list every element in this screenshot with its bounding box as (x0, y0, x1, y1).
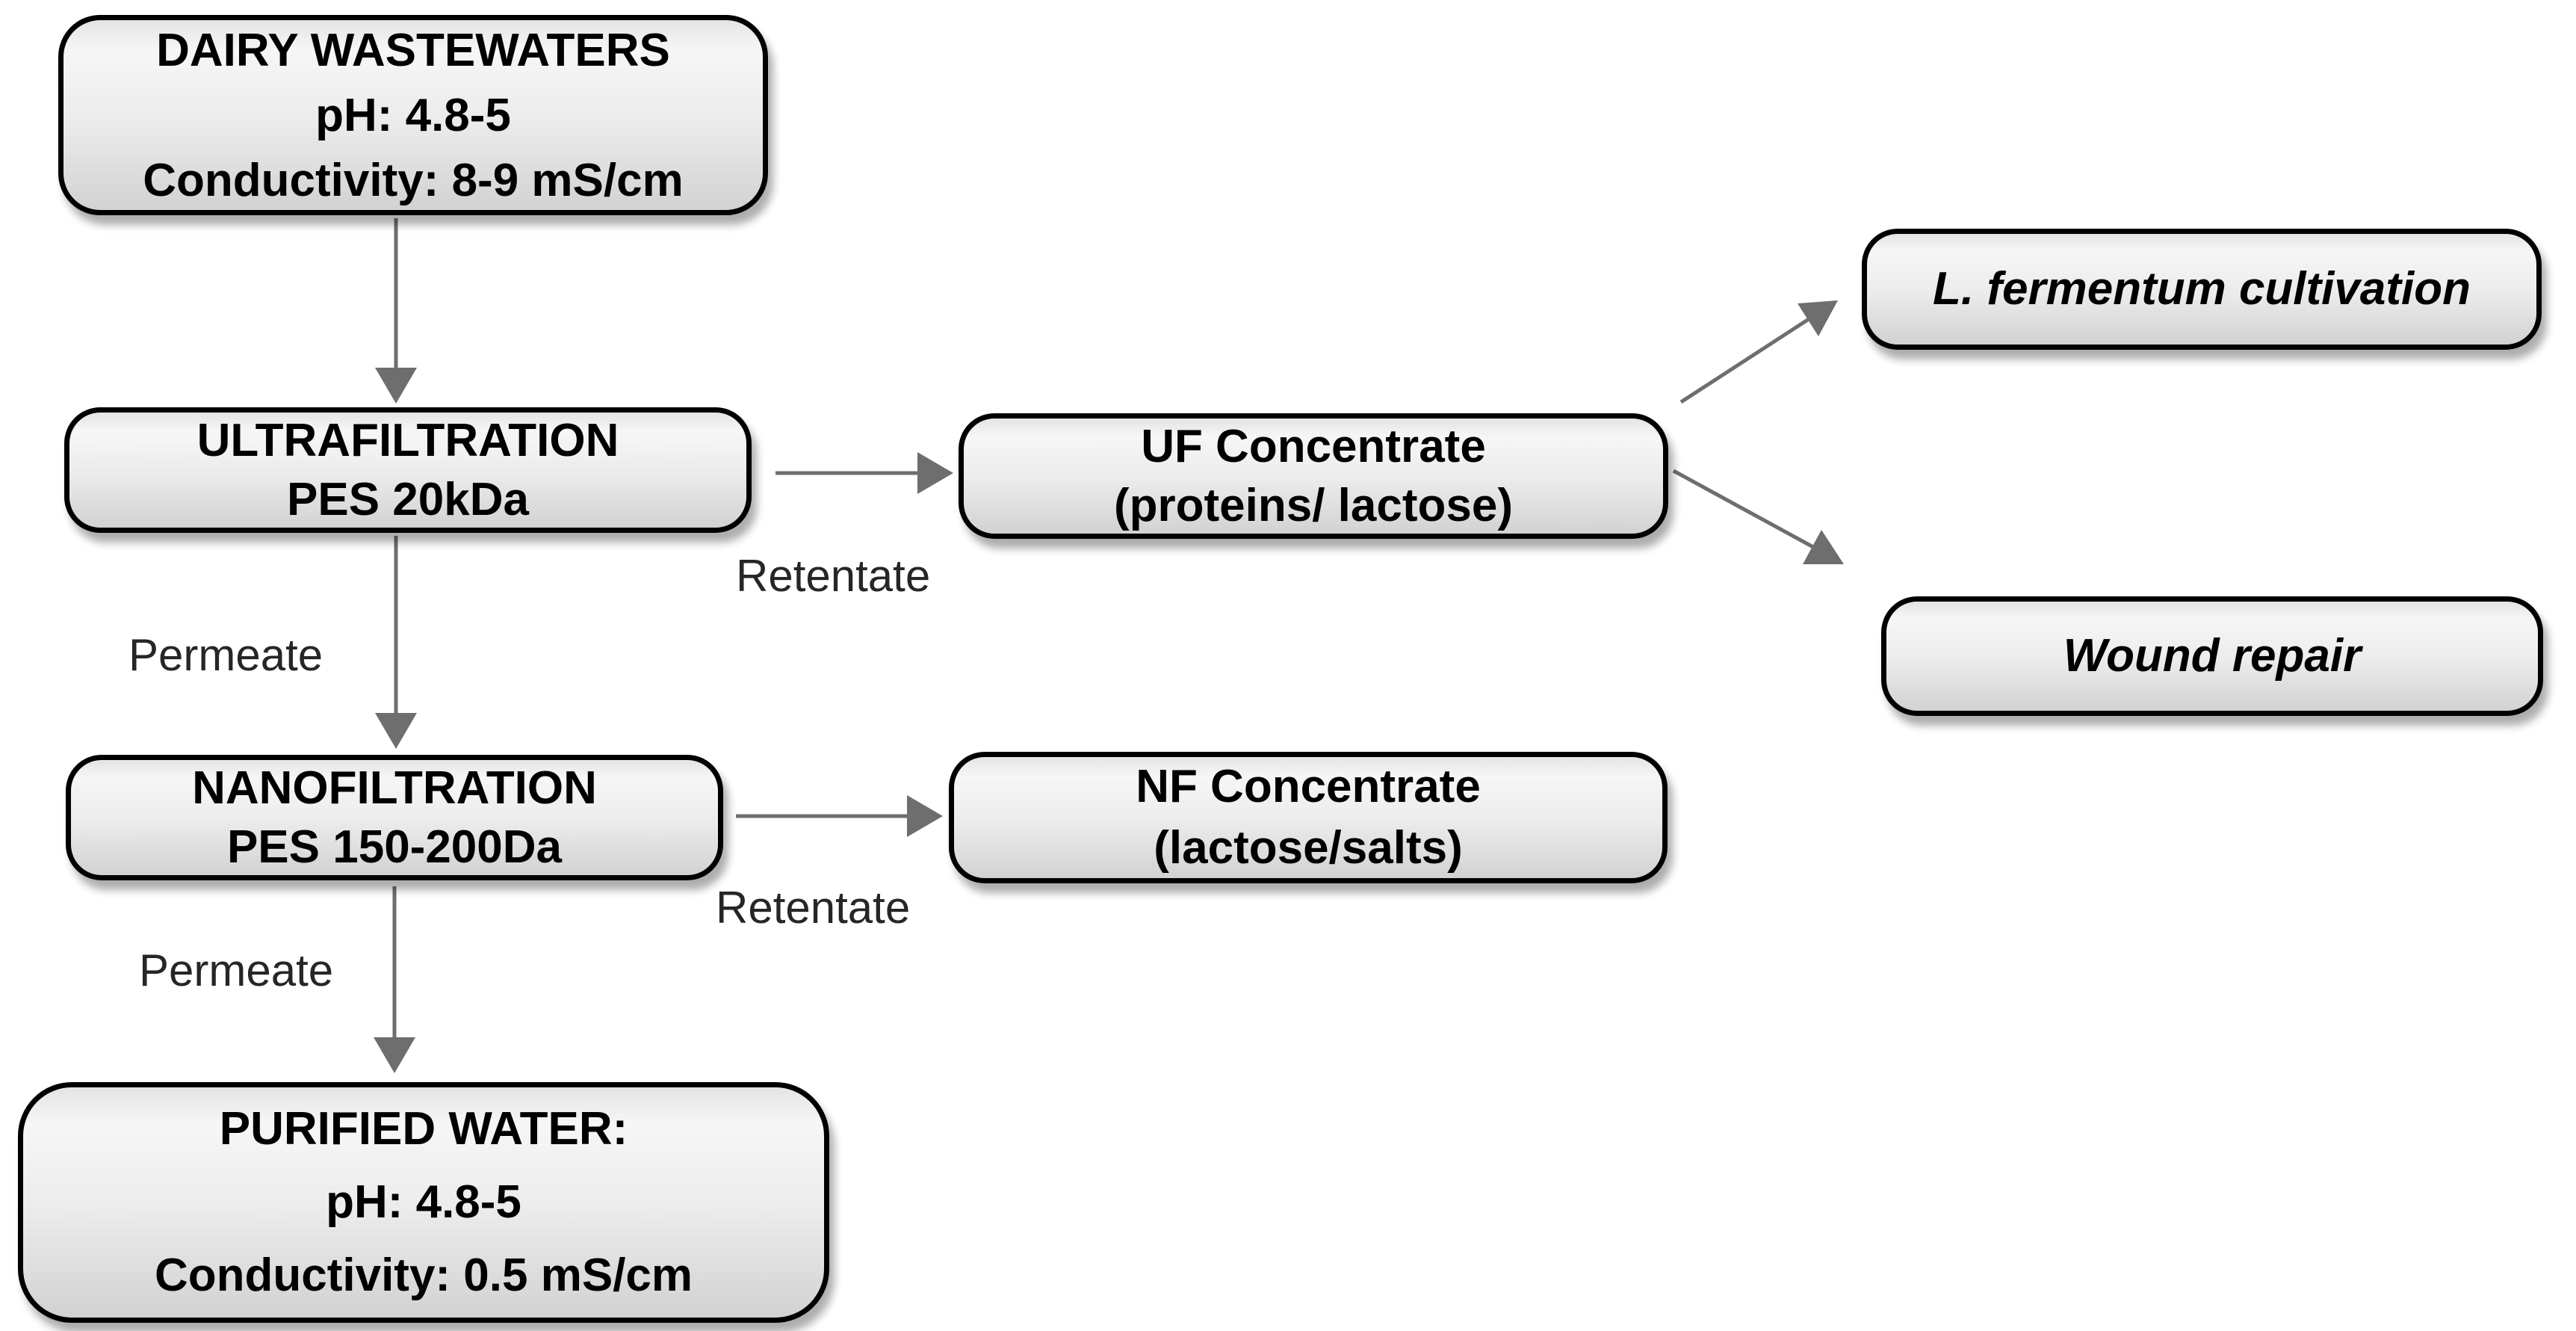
uf-concentrate-box: UF Concentrate (proteins/ lactose) (959, 413, 1668, 539)
ultrafiltration-box: ULTRAFILTRATION PES 20kDa (64, 407, 752, 533)
arrow-nanofiltration-to-nf-concentrate (736, 795, 943, 837)
box-text-line: Conductivity: 0.5 mS/cm (154, 1250, 693, 1301)
box-text-line: PES 150-200Da (226, 821, 563, 873)
arrow-head-icon (1803, 530, 1844, 564)
box-text-line: DAIRY WASTEWATERS (156, 24, 670, 76)
dairy-wastewaters-box: DAIRY WASTEWATERS pH: 4.8-5 Conductivity… (58, 15, 768, 215)
box-text-line: NF Concentrate (1136, 761, 1481, 812)
arrow-head-icon (1798, 300, 1838, 336)
arrow-nanofiltration-to-purified-water (374, 886, 415, 1073)
box-text-line: pH: 4.8-5 (315, 89, 511, 141)
box-text-line: L. fermentum cultivation (1933, 263, 2471, 315)
box-text-line: PES 20kDa (287, 474, 529, 525)
arrow-head-icon (375, 368, 417, 404)
arrow-uf-concentrate-to-wound-repair (1672, 469, 1844, 564)
box-text-line: (lactose/salts) (1154, 822, 1463, 874)
arrow-dairy-to-ultrafiltration (375, 218, 417, 404)
box-text-line: PURIFIED WATER: (219, 1103, 628, 1155)
arrow-head-icon (907, 795, 943, 837)
nanofiltration-box: NANOFILTRATION PES 150-200Da (66, 755, 723, 880)
arrow-ultrafiltration-to-uf-concentrate (775, 452, 953, 494)
nf-concentrate-box: NF Concentrate (lactose/salts) (949, 752, 1668, 883)
l-fermentum-cultivation-box: L. fermentum cultivation (1862, 229, 2542, 350)
box-text-line: Wound repair (2063, 630, 2362, 682)
nf-permeate-label: Permeate (139, 945, 334, 995)
nf-retentate-label: Retentate (716, 883, 911, 933)
box-text-line: pH: 4.8-5 (326, 1176, 521, 1228)
arrow-uf-concentrate-to-l-fermentum (1679, 300, 1838, 404)
box-text-line: NANOFILTRATION (192, 762, 597, 814)
arrow-line (1679, 317, 1810, 404)
box-text-line: UF Concentrate (1141, 421, 1486, 472)
arrow-line (1672, 469, 1815, 549)
uf-retentate-label: Retentate (736, 551, 931, 601)
arrow-head-icon (917, 452, 953, 494)
purified-water-box: PURIFIED WATER: pH: 4.8-5 Conductivity: … (18, 1082, 829, 1323)
arrow-ultrafiltration-to-nanofiltration (375, 536, 417, 749)
box-text-line: ULTRAFILTRATION (196, 415, 619, 466)
uf-permeate-label: Permeate (129, 630, 323, 680)
wound-repair-box: Wound repair (1881, 596, 2543, 716)
box-text-line: Conductivity: 8-9 mS/cm (143, 154, 684, 206)
box-text-line: (proteins/ lactose) (1114, 480, 1513, 531)
arrow-head-icon (375, 713, 417, 749)
arrow-head-icon (374, 1037, 415, 1073)
